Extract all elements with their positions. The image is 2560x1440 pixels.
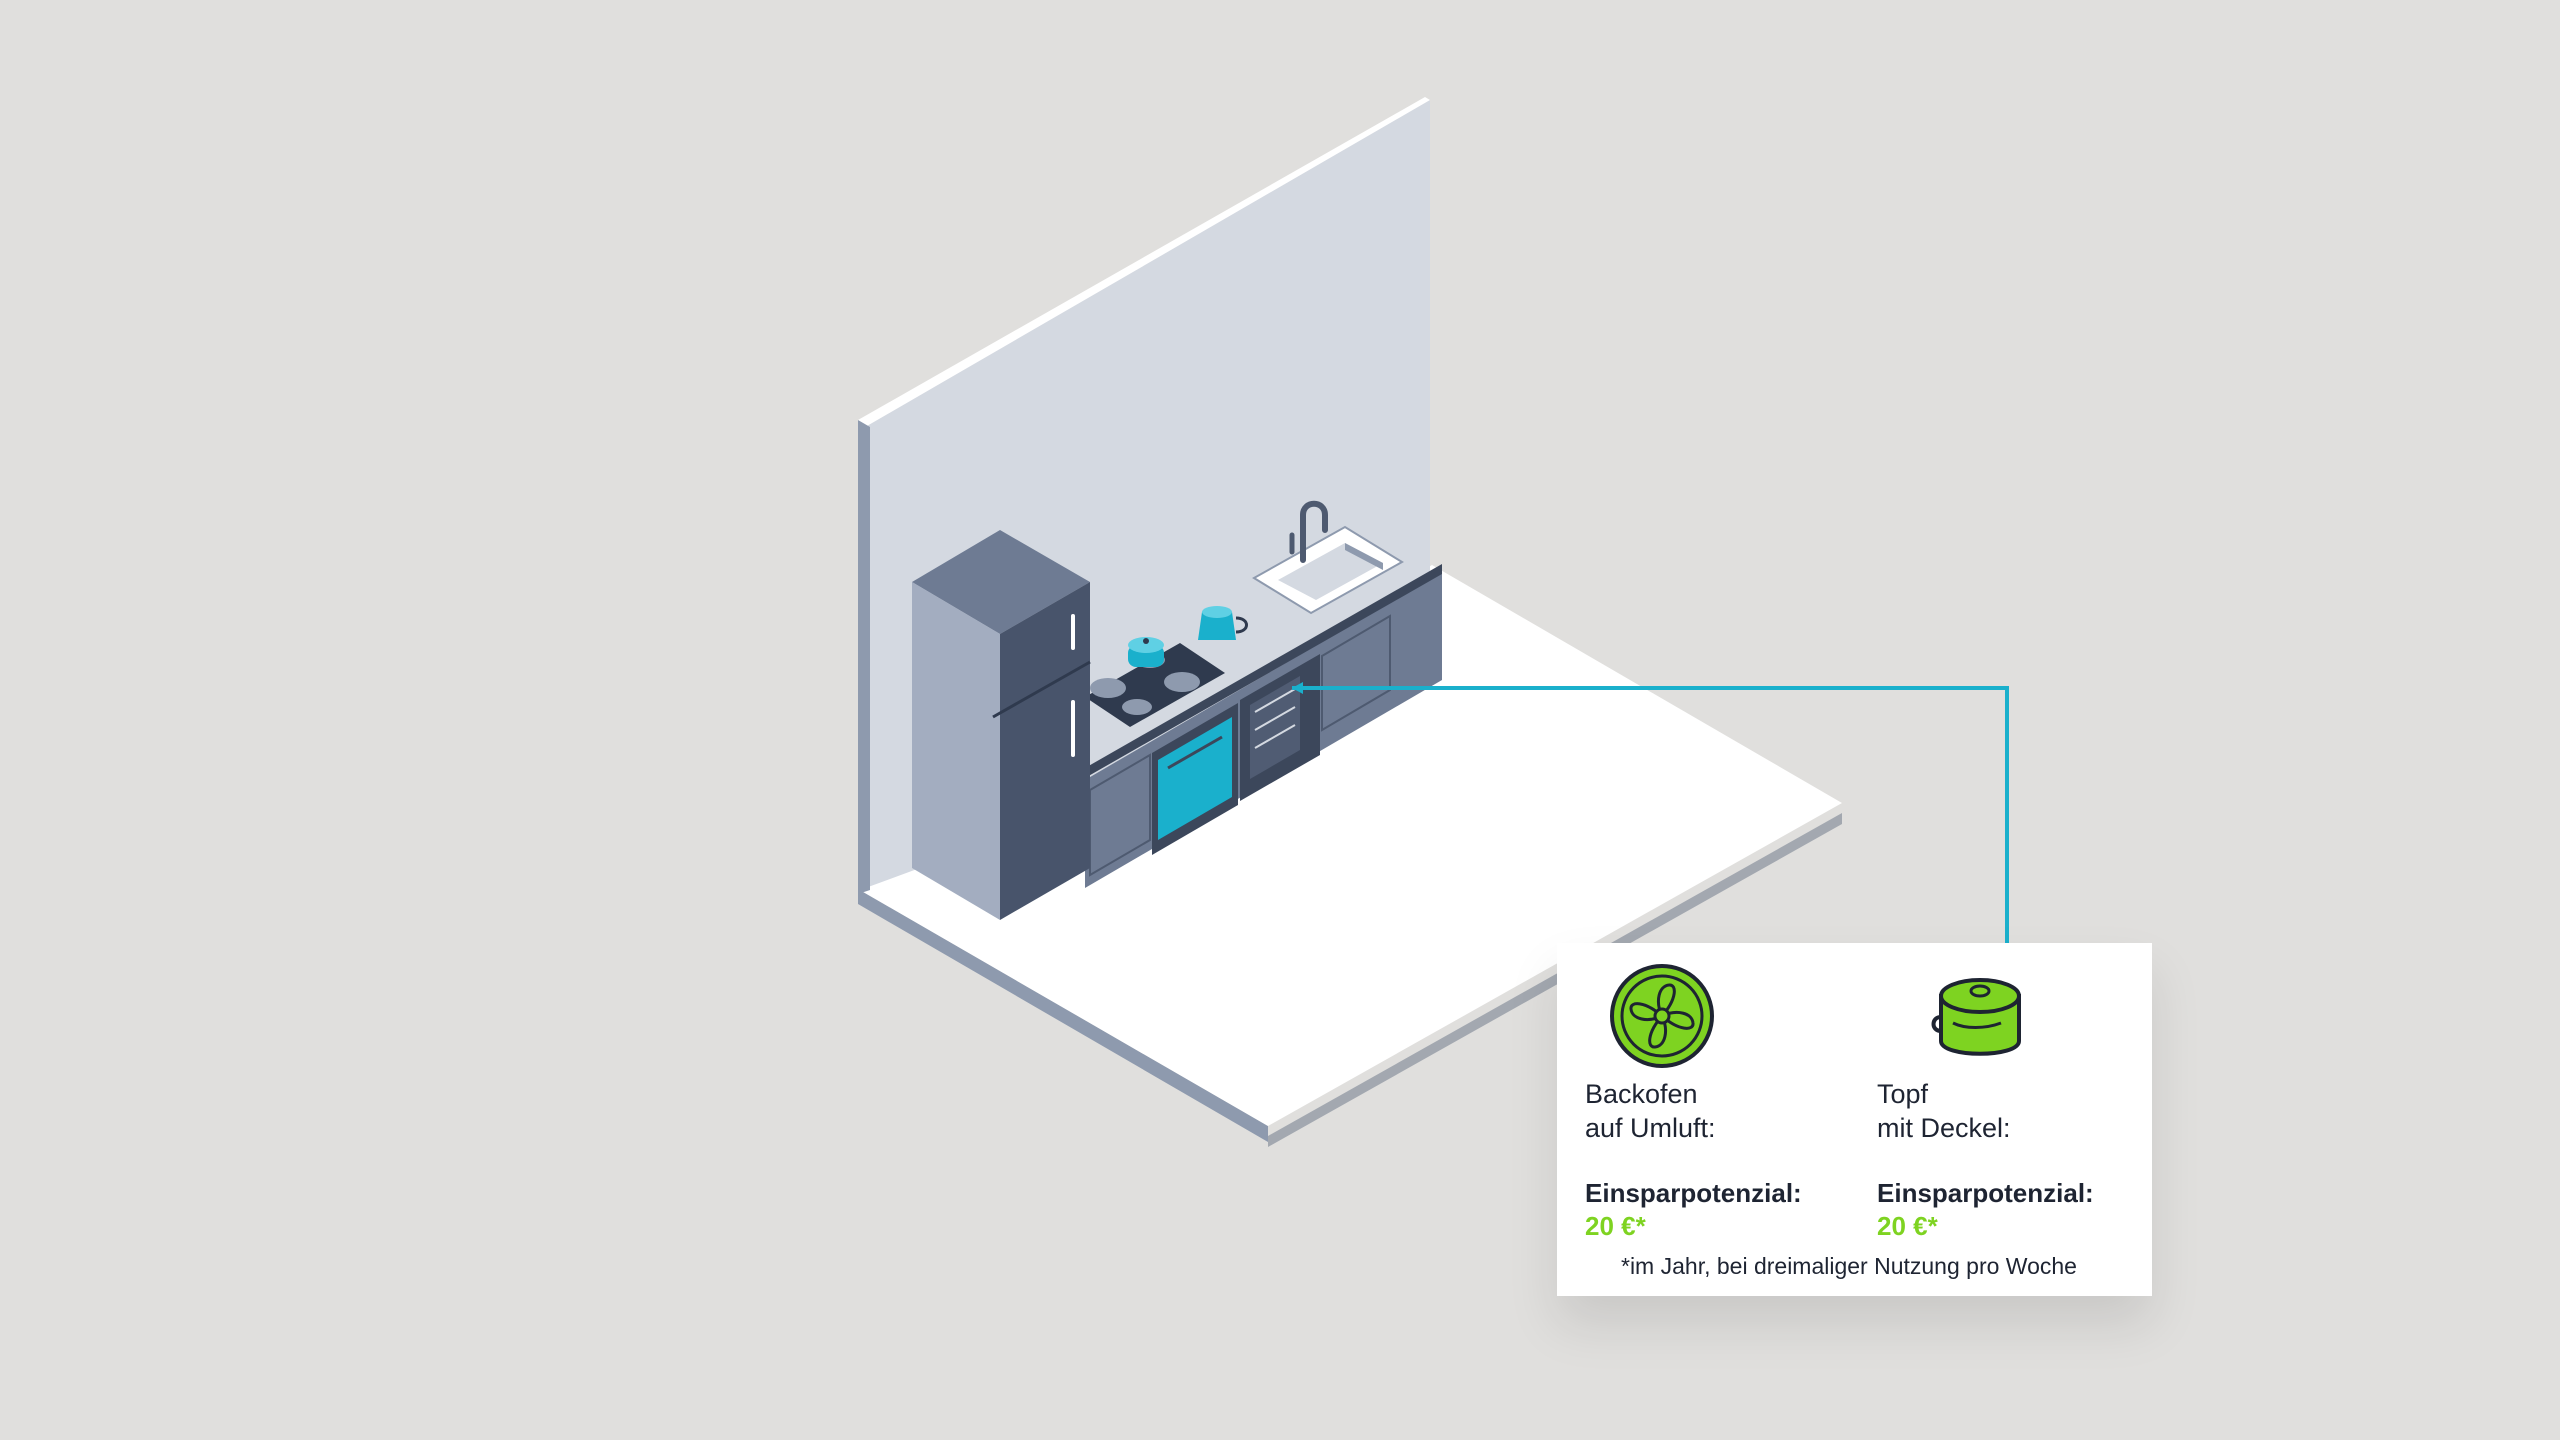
fan-icon: [1607, 961, 1717, 1071]
oven-fan-savings-value: 20 €*: [1585, 1211, 1646, 1241]
connector-arrow: [1292, 682, 1303, 694]
oven-fan-savings-label: Einsparpotenzial:: [1585, 1178, 1802, 1208]
kettle-icon: [1198, 606, 1248, 640]
fridge-icon: [912, 530, 1091, 920]
pot-lid-savings-label: Einsparpotenzial:: [1877, 1178, 2094, 1208]
savings-info-card: Backofen auf Umluft: Einsparpotenzial: 2…: [1557, 943, 2152, 1296]
connector-line: [1292, 686, 2009, 943]
footnote: *im Jahr, bei dreimaliger Nutzung pro Wo…: [1621, 1253, 2077, 1279]
pot-with-lid-icon: [1925, 961, 2035, 1071]
pot-lid-title: Topf mit Deckel:: [1877, 1079, 2011, 1143]
oven-icon: [1152, 703, 1238, 855]
pot-icon: [1128, 637, 1164, 667]
faucet-icon: [1289, 500, 1328, 563]
sink-icon: [1252, 525, 1404, 615]
oven-fan-title: Backofen auf Umluft:: [1585, 1079, 1716, 1143]
pot-lid-savings-value: 20 €*: [1877, 1211, 1938, 1241]
